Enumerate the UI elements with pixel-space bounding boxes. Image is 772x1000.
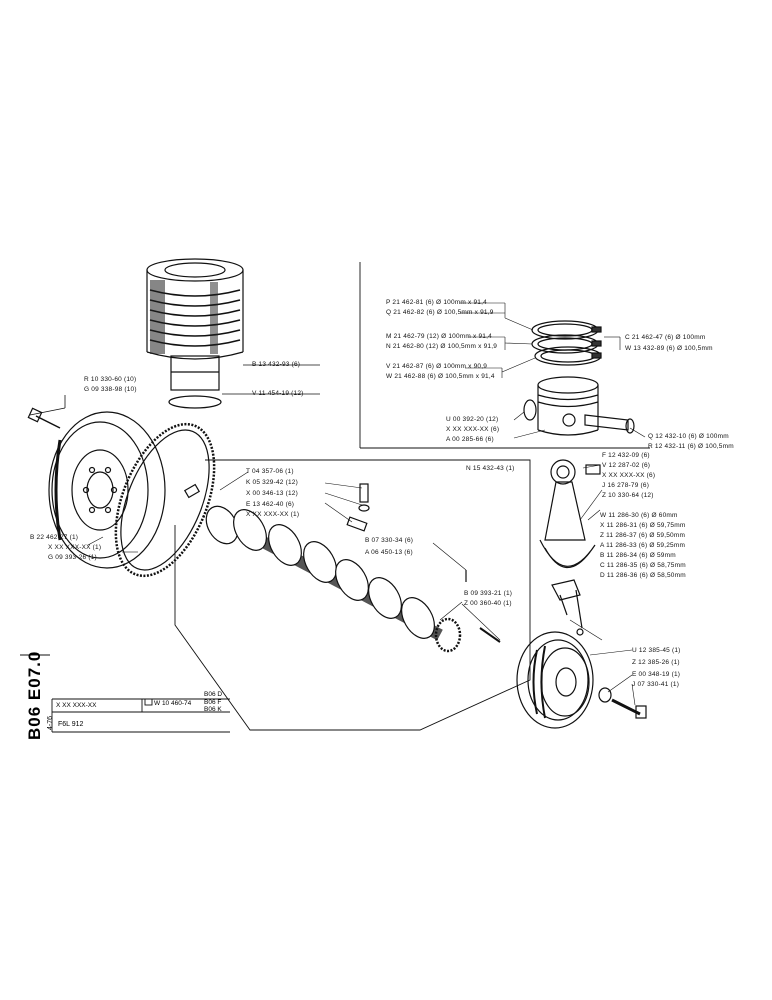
label-piston-c: C 21 462-47 (6) Ø 100mm	[625, 334, 706, 341]
variant-list: B06 D B06 F B06 K	[204, 691, 222, 714]
label-cylinder-seal: V 11 454-19 (12)	[252, 390, 304, 397]
label-ring-gear: G 09 393-26 (1)	[48, 554, 97, 561]
label-conrod: F 12 432-09 (6)	[602, 452, 650, 459]
label-bearing-b: B 11 286-34 (6) Ø 59mm	[600, 552, 676, 559]
piston-illustration	[523, 376, 635, 436]
label-pulley-washer: E 00 348-19 (1)	[632, 671, 681, 678]
label-bearing-w: W 11 286-30 (6) Ø 60mm	[600, 512, 678, 519]
label-piston-ring-m: M 21 462-79 (12) Ø 100mm x 91,4	[386, 333, 492, 340]
label-crank-gear: B 09 393-21 (1)	[464, 590, 513, 597]
label-pulley-u: U 12 385-45 (1)	[632, 647, 681, 654]
label-flywheel-placeholder: X XX XXX-XX (1)	[48, 544, 102, 551]
option-ref: W 10 460-74	[154, 700, 192, 707]
leader-lines	[87, 302, 646, 706]
sheet-date: 4-76	[47, 715, 54, 730]
label-flywheel-washer: G 09 338-98 (10)	[84, 386, 137, 393]
label-piston-ring-n: N 21 462-80 (12) Ø 100,5mm x 91,9	[386, 343, 498, 350]
crankshaft-illustration	[183, 483, 501, 653]
variant-item: B06 F	[204, 698, 222, 706]
label-flywheel-bolt: R 10 330-60 (10)	[84, 376, 137, 383]
label-piston-pin: A 00 285-66 (6)	[446, 436, 494, 443]
label-crank-pin: Z 00 360-40 (1)	[464, 600, 512, 607]
placeholder-code: X XX XXX-XX	[56, 702, 97, 709]
connecting-rod-illustration	[539, 459, 601, 636]
label-piston-placeholder: X XX XXX-XX (6)	[446, 426, 500, 433]
label-bearing-d: D 11 286-36 (6) Ø 58,50mm	[600, 572, 686, 579]
flywheel-illustration	[27, 395, 166, 569]
label-conrod-bolt: J 16 278-79 (6)	[602, 482, 650, 489]
label-pulley-z: Z 12 385-26 (1)	[632, 659, 680, 666]
label-piston-w: W 13 432-89 (6) Ø 100,5mm	[625, 345, 713, 352]
label-crank-placeholder: X XX XXX-XX (1)	[246, 511, 300, 518]
label-crank-b: B 07 330-34 (6)	[365, 537, 414, 544]
label-crank-x: X 00 346-13 (12)	[246, 490, 298, 497]
label-piston-ring-q: Q 21 462-82 (6) Ø 100,5mm x 91,9	[386, 309, 494, 316]
piston-ring-set-illustration	[531, 320, 602, 366]
label-piston-ring-w: W 21 462-88 (6) Ø 100,5mm x 91,4	[386, 373, 495, 380]
sheet-code: B06 E07.0	[25, 650, 44, 740]
label-circlip: U 00 392-20 (12)	[446, 416, 499, 423]
label-conrod-nut: Z 10 330-64 (12)	[602, 492, 654, 499]
engine-model: F6L 912	[58, 721, 84, 728]
cylinder-barrel-illustration	[146, 258, 320, 409]
label-crank-t: T 04 357-06 (1)	[246, 468, 294, 475]
label-crankshaft: N 15 432-43 (1)	[466, 465, 515, 472]
label-conrod-placeholder: X XX XXX-XX (6)	[602, 472, 656, 479]
variant-item: B06 K	[204, 706, 222, 713]
title-block-frame	[20, 654, 230, 733]
label-piston-r: R 12 432-11 (6) Ø 100,5mm	[648, 443, 734, 450]
ring-gear-illustration	[114, 422, 216, 578]
label-bearing-x: X 11 286-31 (6) Ø 59,75mm	[600, 522, 686, 529]
pulley-illustration	[516, 631, 647, 729]
piston-group-frame	[359, 262, 650, 449]
variant-item: B06 D	[204, 691, 223, 698]
label-crank-k: K 05 329-42 (12)	[246, 479, 298, 486]
label-crank-a: A 06 450-13 (6)	[365, 549, 413, 556]
label-cylinder: B 13 432-93 (6)	[252, 361, 301, 368]
label-flywheel: B 22 462-27 (1)	[30, 534, 79, 541]
label-bearing-z: Z 11 286-37 (6) Ø 59,50mm	[600, 532, 686, 539]
label-bearing-c: C 11 286-35 (6) Ø 58,75mm	[600, 562, 686, 569]
label-piston-ring-v: V 21 462-87 (6) Ø 100mm x 90,9	[386, 363, 488, 370]
label-piston-ring-p: P 21 462-81 (6) Ø 100mm x 91,4	[386, 299, 487, 306]
label-crank-e: E 13 462-40 (6)	[246, 501, 295, 508]
label-piston-q: Q 12 432-10 (6) Ø 100mm	[648, 433, 729, 440]
label-pulley-bolt: J 07 330-41 (1)	[632, 681, 680, 688]
label-conrod-bushing: V 12 287-02 (6)	[602, 462, 651, 469]
label-bearing-a: A 11 286-33 (6) Ø 59,25mm	[600, 542, 686, 549]
crankshaft-group-frame	[174, 459, 531, 731]
